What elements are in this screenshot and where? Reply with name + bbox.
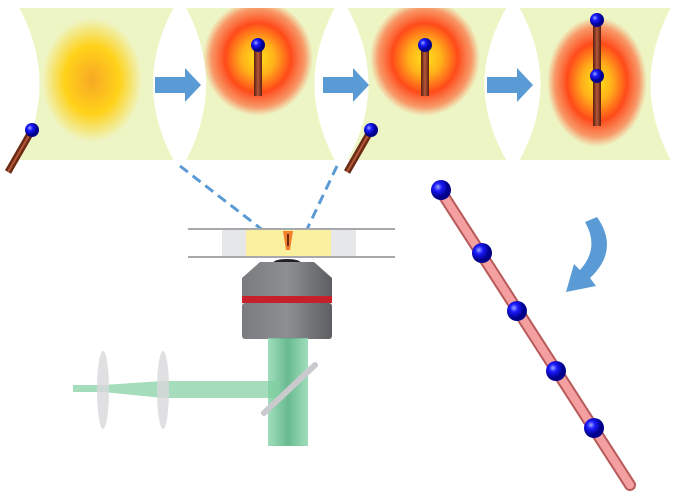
catalyst-ball (472, 243, 492, 263)
curved-arrow-icon (566, 217, 607, 292)
zoom-line-left (179, 164, 283, 247)
nanorod-5 (343, 123, 378, 174)
right-arrow-icon (155, 68, 201, 102)
nanorod-4 (590, 13, 604, 126)
right-arrow-icon (323, 68, 369, 102)
catalyst-ball (418, 38, 432, 52)
catalyst-ball (590, 69, 604, 83)
catalyst-ball (251, 38, 265, 52)
catalyst-ball (590, 13, 604, 27)
catalyst-ball (364, 123, 378, 137)
dichroic-mirror (261, 362, 318, 416)
nanorod-3 (418, 38, 432, 96)
right-arrow-icon (487, 68, 533, 102)
heat-spot-1 (42, 18, 142, 142)
sample-chamber (188, 228, 395, 258)
objective-lens (242, 259, 332, 339)
catalyst-ball (507, 301, 527, 321)
focusing-lens-1 (97, 351, 109, 429)
nanorod-2 (251, 38, 265, 96)
catalyst-ball (546, 361, 566, 381)
catalyst-ball (25, 123, 39, 137)
catalyst-ball (584, 418, 604, 438)
long-nanowire (431, 180, 636, 491)
nanorod-1 (4, 123, 39, 174)
horizontal-laser-beam (73, 381, 280, 398)
catalyst-ball (431, 180, 451, 200)
focusing-lens-2 (157, 351, 169, 429)
